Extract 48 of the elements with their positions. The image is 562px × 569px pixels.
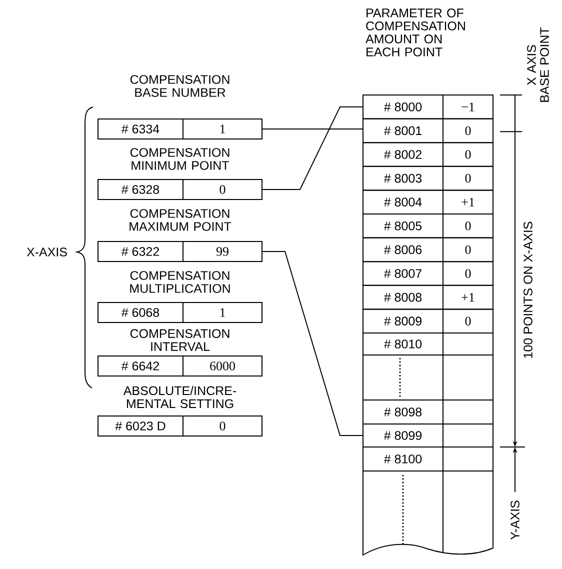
table-row: # 8005 0 <box>362 214 494 238</box>
node-label: 0 <box>220 185 226 194</box>
table-row: # 8000 −1 <box>362 94 494 120</box>
parameter-box: # 6334 1 <box>98 118 262 140</box>
heading-label: COMPENSATION MINIMUM POINT <box>130 148 230 170</box>
node-label: 1 <box>220 124 225 134</box>
parameter-box: # 6023 D 0 <box>98 416 262 436</box>
heading-label: COMPENSATION MAXIMUM POINT <box>130 209 232 231</box>
node-label: 6000 <box>210 362 236 370</box>
connector-line <box>262 251 363 436</box>
table-row: # 8003 0 <box>362 166 494 191</box>
table-row: # 8006 0 <box>362 237 494 262</box>
heading-label: COMPENSATION MULTIPLICATION <box>130 271 230 293</box>
parameter-box: # 6322 99 <box>98 241 262 262</box>
parameter-box: # 6068 1 <box>98 302 262 323</box>
heading-label: ABSOLUTE/INCRE- MENTAL SETTING <box>123 386 236 408</box>
parameter-box: # 6642 6000 <box>98 356 262 376</box>
node-label: 1 <box>220 308 225 317</box>
table-row: # 8100 <box>362 446 494 472</box>
node-label: # 6322 <box>121 247 159 256</box>
axis-label: Y-AXIS <box>510 499 520 541</box>
node-label: # 6328 <box>121 185 160 194</box>
table-row: # 8008 +1 <box>362 284 494 310</box>
node-label: 99 <box>216 247 228 256</box>
table-row: # 8004 +1 <box>362 190 494 214</box>
heading-label: COMPENSATION INTERVAL <box>130 329 230 351</box>
node-label: # 6068 <box>121 308 160 317</box>
table-row: # 8010 <box>362 332 494 356</box>
table-row: # 8007 0 <box>362 261 494 286</box>
table-row: # 8001 0 <box>362 118 494 144</box>
table-row: # 8098 <box>362 400 494 424</box>
table-row <box>362 354 494 400</box>
table-row: # 8099 <box>362 424 494 448</box>
node-label: # 6334 <box>121 124 160 134</box>
table-heading: PARAMETER OF COMPENSATION AMOUNT ON EACH POINT <box>366 8 465 56</box>
connector-line <box>262 128 363 130</box>
connector-line <box>262 106 363 190</box>
axis-label: X-AXIS <box>26 248 67 256</box>
node-label: 0 <box>220 422 226 430</box>
open-table-end <box>362 470 494 556</box>
node-label: # 6642 <box>121 362 159 370</box>
table-row: # 8009 0 <box>362 308 494 334</box>
node-label: # 6023 D <box>115 422 166 430</box>
axis-label: 100 POINTS ON X-AXIS <box>522 220 534 360</box>
table-row: # 8002 0 <box>362 142 494 167</box>
heading-label: COMPENSATION BASE NUMBER <box>130 75 230 97</box>
axis-label: X AXIS BASE POINT <box>526 24 550 106</box>
parameter-box: # 6328 0 <box>98 179 262 200</box>
